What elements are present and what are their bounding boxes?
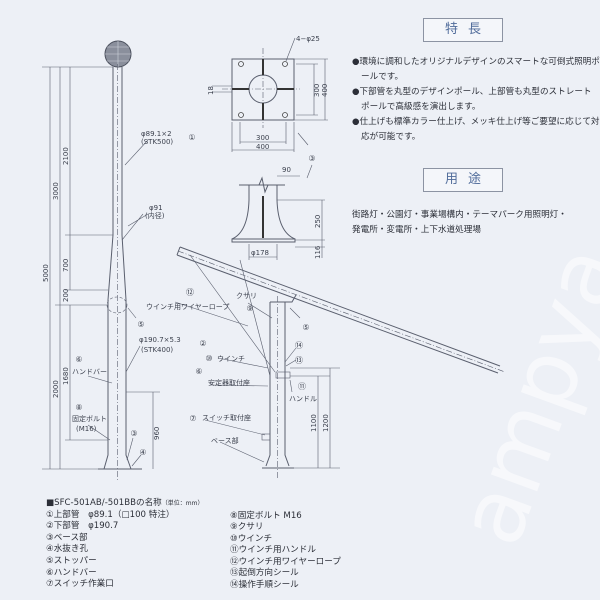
feature-item: ●仕上げも標準カラー仕上げ、メッキ仕上げ等ご要望に応じて対応が可能です。 <box>352 117 600 142</box>
feature-item: ●下部管を丸型のデザインポール、上部管も丸型のストレートポールで高級感を演出しま… <box>352 87 592 112</box>
part-item: ⑬起倒方向シール <box>230 568 299 579</box>
parts-list-col2: ⑧固定ボルト M16 ⑨クサリ ⑩ウインチ ⑪ウインチ用ハンドル ⑫ウインチ用ワ… <box>230 511 341 592</box>
dim-116: 116 <box>314 245 322 259</box>
dim-960: 960 <box>153 427 161 440</box>
features-heading: 特長 <box>423 18 503 42</box>
callout-3: ③ <box>130 429 137 438</box>
bolt-spec: (M16) <box>76 425 97 433</box>
dim-250: 250 <box>314 215 322 228</box>
part-item: ④水抜き孔 <box>46 544 89 555</box>
callout-5: ⑤ <box>137 320 144 329</box>
part-item: ⑩ウインチ <box>230 533 273 544</box>
callout-14: ⑭ <box>295 341 303 350</box>
handle-label: ハンドル <box>289 395 317 403</box>
features-list: ●環境に調和したオリジナルデザインのスマートな可倒式照明ポールです。 ●下部管を… <box>352 55 600 145</box>
part-item: ②下部管 φ190.7 <box>46 521 119 532</box>
callout-2: ② <box>199 339 206 348</box>
usage-line: 街路灯・公園灯・事業場構内・テーマパーク用照明灯・ <box>352 210 567 220</box>
dim-300-h: 300 <box>256 134 269 142</box>
part-item: ⑫ウインチ用ワイヤーロープ <box>230 556 341 567</box>
part-item: ⑭操作手順シール <box>230 580 299 591</box>
dim-200: 200 <box>62 289 70 302</box>
callout-6: ⑥ <box>75 355 82 364</box>
switch-seat-label: スイッチ取付座 <box>202 413 251 422</box>
callout-13: ⑬ <box>295 356 303 365</box>
part-item: ⑦スイッチ作業口 <box>46 579 114 590</box>
feature-item: ●環境に調和したオリジナルデザインのスマートな可倒式照明ポールです。 <box>352 57 600 82</box>
dim-700: 700 <box>62 259 70 272</box>
upper-pipe-label: φ89.1×2 <box>141 130 172 138</box>
dim-2100: 2100 <box>62 147 70 165</box>
part-item: ③ベース部 <box>46 532 88 543</box>
part-item: ⑧固定ボルト M16 <box>230 510 302 521</box>
dim-2000: 2000 <box>52 380 60 398</box>
dim-1100: 1100 <box>310 414 318 432</box>
dim-5000: 5000 <box>42 264 50 282</box>
dim-1200: 1200 <box>322 414 330 432</box>
parts-list-unit: （単位：mm） <box>161 500 204 507</box>
callout-8: ⑧ <box>75 403 82 412</box>
callout-12: ⑫ <box>186 288 194 297</box>
usage-line: 発電所・変電所・上下水道処理場 <box>352 225 481 235</box>
ballast-seat-label: 安定器取付座 <box>208 378 250 387</box>
tilt-elevation: ⑫ ウインチ用ワイヤーロープ クサリ ⑨ ⑤ ⑭ ⑬ ⑩ ウインチ ⑥ 安定器取… <box>146 246 506 480</box>
part-item: ⑤ストッパー <box>46 555 97 566</box>
wire-label: ウインチ用ワイヤーロープ <box>146 303 229 311</box>
callout-3-base: ③ <box>308 154 315 163</box>
part-item: ⑨クサリ <box>230 522 264 533</box>
usage-heading: 用途 <box>423 168 503 192</box>
dim-18: 18 <box>207 86 215 95</box>
usage-text: 街路灯・公園灯・事業場構内・テーマパーク用照明灯・ 発電所・変電所・上下水道処理… <box>352 208 567 238</box>
part-item: ①上部管 φ89.1（□100 特注） <box>46 509 175 520</box>
callout-11: ⑪ <box>298 382 306 391</box>
bolt-label: 固定ボルト <box>72 414 107 423</box>
callout-9: ⑨ <box>246 304 253 313</box>
part-item: ⑥ハンドバー <box>46 567 97 578</box>
chain-label: クサリ <box>236 292 257 300</box>
inner-diameter-label: (内径) <box>145 211 165 220</box>
pole-elevation: 5000 3000 2100 700 200 2000 1680 960 φ89… <box>42 40 207 480</box>
bolt-hole-icons <box>238 61 288 118</box>
parts-list-title: ■SFC-501AB/-501BBの名称（単位：mm） <box>46 498 203 510</box>
callout-1: ① <box>188 133 195 142</box>
winch-label: ウインチ <box>217 355 245 363</box>
holes-label: 4−φ25 <box>296 35 320 43</box>
dim-3000: 3000 <box>52 182 60 200</box>
dim-400-h: 400 <box>256 143 269 151</box>
callout-5-tilt: ⑤ <box>302 323 309 332</box>
callout-7: ⑦ <box>189 414 196 423</box>
lower-pipe-spec: (STK400) <box>141 346 173 354</box>
dim-300-v: 300 <box>313 84 321 97</box>
callout-10: ⑩ <box>205 354 212 363</box>
base-label: ベース部 <box>211 436 239 445</box>
inner-diameter: φ91 <box>149 204 163 212</box>
dim-400-v: 400 <box>321 84 329 97</box>
callout-4: ④ <box>139 448 146 457</box>
parts-list-col1: ■SFC-501AB/-501BBの名称（単位：mm） ①上部管 φ89.1（□… <box>46 498 203 591</box>
dim-178: φ178 <box>251 249 269 257</box>
handbar-label: ハンドバー <box>72 368 107 376</box>
lower-pipe-label: φ190.7×5.3 <box>139 336 181 344</box>
parts-list-title-text: ■SFC-501AB/-501BBの名称 <box>46 498 162 508</box>
callout-6-tilt: ⑥ <box>195 367 202 376</box>
dim-1680: 1680 <box>62 367 70 385</box>
upper-pipe-spec: (STK500) <box>141 138 173 146</box>
part-item: ⑪ウインチ用ハンドル <box>230 545 316 556</box>
base-detail: 4−φ25 18 300 400 300 400 ③ 90 250 116 φ1… <box>207 35 329 260</box>
dim-90: 90 <box>282 166 291 174</box>
